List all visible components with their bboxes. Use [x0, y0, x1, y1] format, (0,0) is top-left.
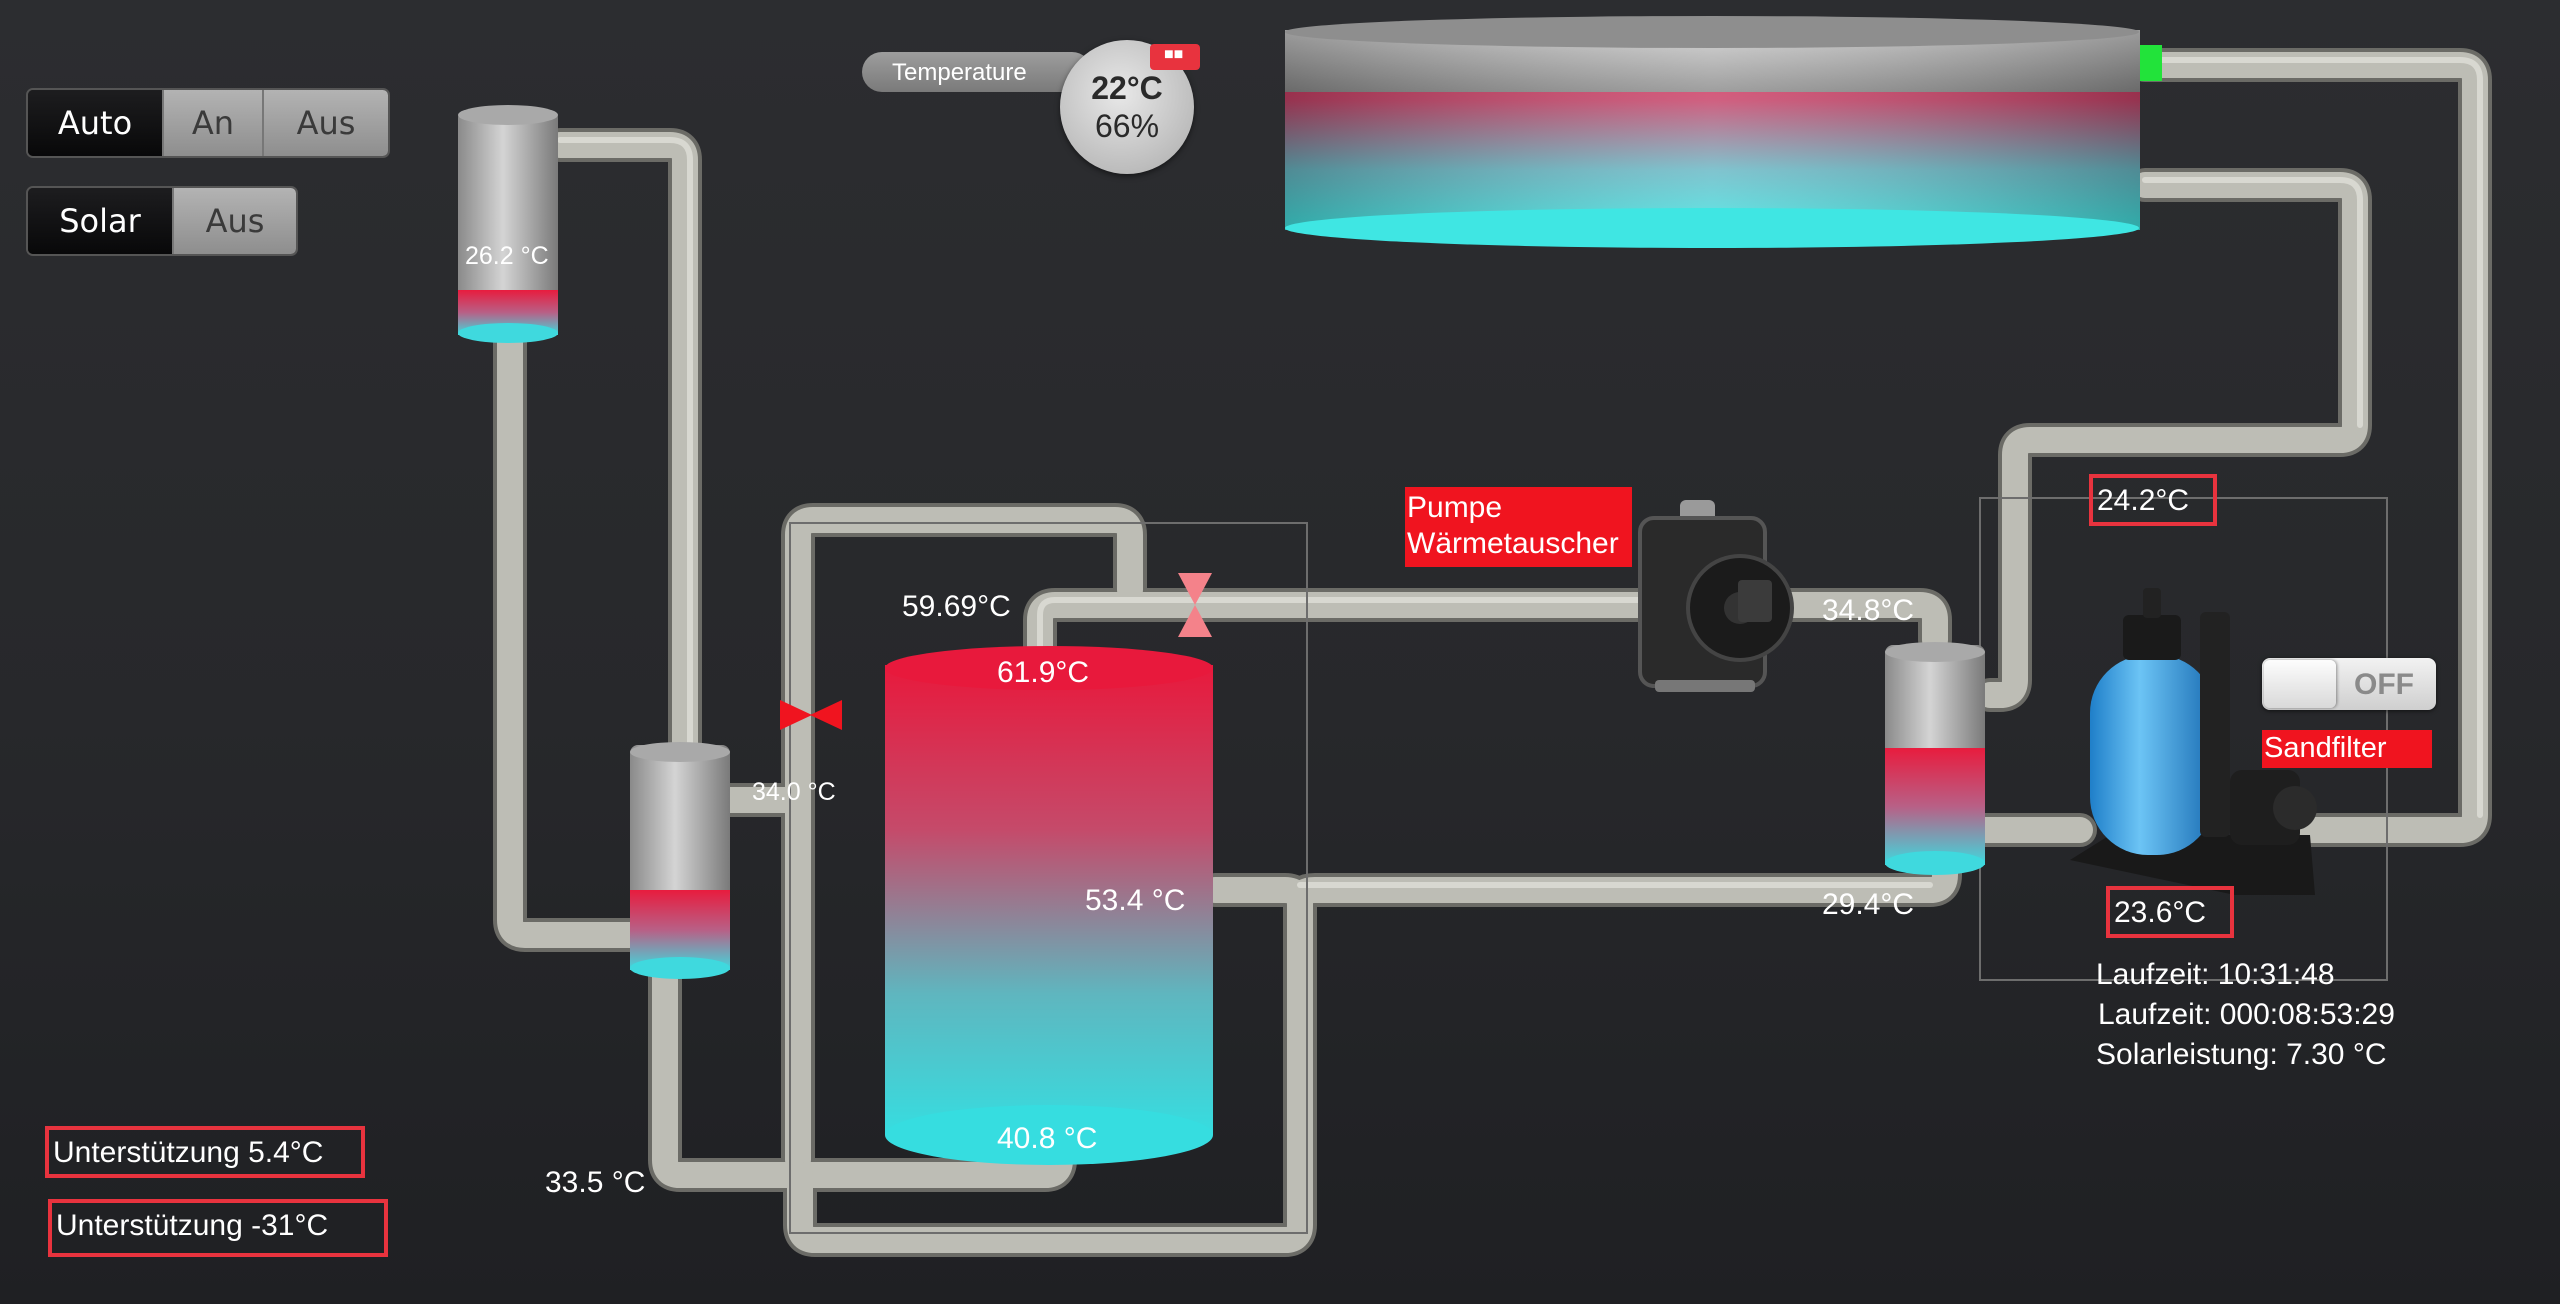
- return-bottom-temperature: 33.5 °C: [545, 1166, 646, 1199]
- toggle-off-label: OFF: [2354, 668, 2414, 701]
- sandfilter-graphic: [2070, 588, 2317, 895]
- sandfilter-toggle[interactable]: OFF: [2262, 658, 2436, 710]
- temperature-widget-bar[interactable]: Temperature: [862, 52, 1092, 92]
- collector-cylinder: [458, 105, 558, 343]
- exchanger-right-in-temperature: 34.8°C: [1822, 594, 1915, 627]
- mode-auto-button[interactable]: Auto: [28, 90, 162, 156]
- runtime-2: Laufzeit: 000:08:53:29: [2098, 998, 2395, 1031]
- storage-bottom-temperature: 40.8 °C: [997, 1122, 1098, 1155]
- runtime-1: Laufzeit: 10:31:48: [2096, 958, 2335, 991]
- pool-return-temperature: 24.2°C: [2089, 474, 2217, 526]
- storage-top-temperature: 61.9°C: [997, 656, 1090, 689]
- solar-on-button[interactable]: Solar: [28, 188, 172, 254]
- storage-top-feed-temperature: 59.69°C: [902, 590, 1011, 623]
- exchanger-left-temperature: 34.0 °C: [752, 778, 836, 806]
- right-exchanger: [1885, 642, 1985, 875]
- solar-button-group: Solar Aus: [26, 186, 298, 256]
- widget-alert-badge: ■■: [1150, 44, 1200, 70]
- mode-aus-button[interactable]: Aus: [262, 90, 388, 156]
- pool-graphic: [1285, 16, 2162, 248]
- exchanger-right-out-temperature: 29.4°C: [1822, 888, 1915, 921]
- pump-graphic: [1638, 500, 1794, 692]
- support-value-2: Unterstützung -31°C: [48, 1199, 388, 1257]
- sandfilter-label[interactable]: Sandfilter: [2262, 730, 2432, 768]
- mode-button-group: Auto An Aus: [26, 88, 390, 158]
- mode-an-button[interactable]: An: [162, 90, 262, 156]
- storage-middle-temperature: 53.4 °C: [1085, 884, 1186, 917]
- support-value-1: Unterstützung 5.4°C: [45, 1126, 365, 1178]
- solar-aus-button[interactable]: Aus: [172, 188, 296, 254]
- valve-left: [780, 700, 842, 730]
- storage-tank-graphic: [885, 646, 1213, 1165]
- pump-label-line1: Pumpe: [1407, 491, 1503, 524]
- valve-top: [1178, 573, 1212, 637]
- temperature-widget-label: Temperature: [892, 59, 1027, 86]
- pump-label[interactable]: Pumpe Wärmetauscher: [1405, 487, 1632, 567]
- pump-label-line2: Wärmetauscher: [1407, 527, 1619, 560]
- alert-icon: ■■: [1164, 46, 1184, 63]
- filter-temperature: 23.6°C: [2106, 886, 2234, 938]
- left-exchanger: [630, 742, 730, 979]
- widget-temperature-value: 22°C: [1091, 70, 1163, 106]
- collector-temperature: 26.2 °C: [465, 242, 549, 270]
- solar-performance: Solarleistung: 7.30 °C: [2096, 1038, 2387, 1071]
- toggle-knob: [2264, 660, 2336, 708]
- widget-humidity-value: 66%: [1094, 108, 1160, 144]
